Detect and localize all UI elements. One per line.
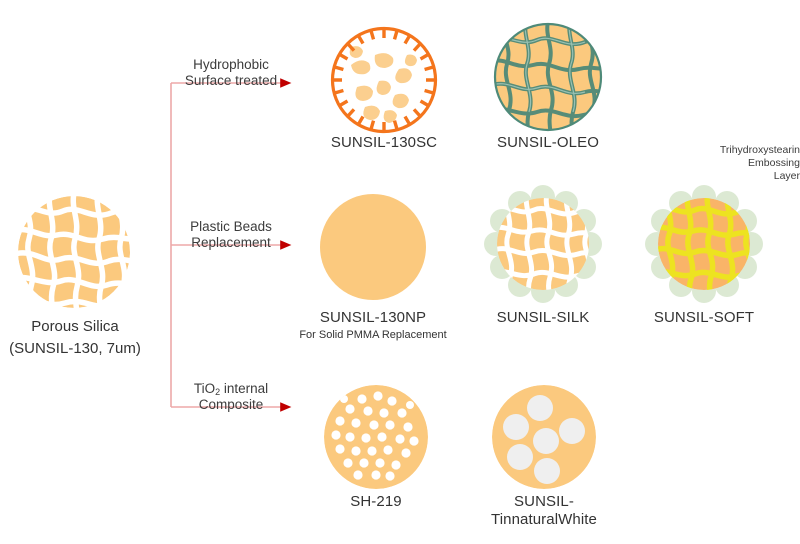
- label-sunsil-oleo: SUNSIL-OLEO: [497, 134, 599, 151]
- branch-label-hydrophobic: Hydrophobic Surface treated: [176, 57, 286, 88]
- note-line-1: Trihydroxystearin: [719, 144, 800, 156]
- label-sunsil-130np: SUNSIL-130NP: [319, 309, 427, 326]
- root-caption-line2: (SUNSIL-130, 7um): [9, 339, 141, 357]
- branch-1-line-2: Surface treated: [184, 72, 278, 88]
- root-particle-porous-silica: [18, 196, 130, 308]
- particle-sunsil-130np: [320, 194, 426, 300]
- label-sunsil-130sc: SUNSIL-130SC: [330, 134, 438, 151]
- sublabel-sunsil-130np: For Solid PMMA Replacement: [299, 329, 447, 341]
- caption-sunsil-silk: SUNSIL-SILK: [463, 309, 623, 327]
- branch-2-line-2: Replacement: [191, 234, 271, 250]
- particle-sunsil-oleo: [493, 22, 603, 132]
- caption-sunsil-130np: SUNSIL-130NP For Solid PMMA Replacement: [293, 309, 453, 342]
- note-line-3: Layer: [773, 170, 800, 183]
- branch-3-line-2: Composite: [198, 397, 264, 413]
- tio2-prefix: TiO: [193, 381, 216, 396]
- branch-1-line-1: Hydrophobic: [193, 57, 269, 72]
- particle-sunsil-soft: [645, 185, 763, 303]
- label-sunsil-tinnaturalwhite-line1: SUNSIL-: [514, 493, 574, 510]
- root-caption-line1: Porous Silica: [31, 318, 119, 335]
- branch-label-tio2-composite: TiO2 internal Composite: [176, 381, 286, 413]
- caption-sunsil-soft: SUNSIL-SOFT: [624, 309, 784, 327]
- particle-sunsil-silk: [484, 185, 602, 303]
- particle-sunsil-130sc: [330, 26, 438, 134]
- caption-sh-219: SH-219: [296, 493, 456, 511]
- caption-sunsil-tinnaturalwhite: SUNSIL- TinnaturalWhite: [464, 493, 624, 529]
- note-line-2: Embossing: [748, 157, 800, 170]
- branch-3-line-1: TiO2 internal: [193, 381, 269, 397]
- label-sh-219: SH-219: [350, 493, 402, 510]
- root-particle-caption: Porous Silica (SUNSIL-130, 7um): [0, 316, 150, 360]
- label-sunsil-soft: SUNSIL-SOFT: [653, 309, 755, 326]
- caption-sunsil-oleo: SUNSIL-OLEO: [468, 134, 628, 152]
- tin-white-particles: [503, 395, 585, 484]
- label-sunsil-silk: SUNSIL-SILK: [496, 309, 590, 326]
- particle-sunsil-tinnaturalwhite: [492, 385, 596, 489]
- branch-2-line-1: Plastic Beads: [190, 219, 272, 234]
- tio2-particles: [331, 391, 419, 481]
- branch-label-plastic-beads: Plastic Beads Replacement: [176, 219, 286, 250]
- particle-sh-219: [324, 385, 428, 489]
- label-sunsil-tinnaturalwhite-line2: TinnaturalWhite: [491, 511, 597, 528]
- tio2-suffix: internal: [220, 381, 269, 396]
- caption-sunsil-130sc: SUNSIL-130SC: [304, 134, 464, 152]
- trihydroxystearin-annotation: Trihydroxystearin Embossing Layer: [640, 144, 800, 183]
- tio2-subscript: 2: [215, 387, 221, 397]
